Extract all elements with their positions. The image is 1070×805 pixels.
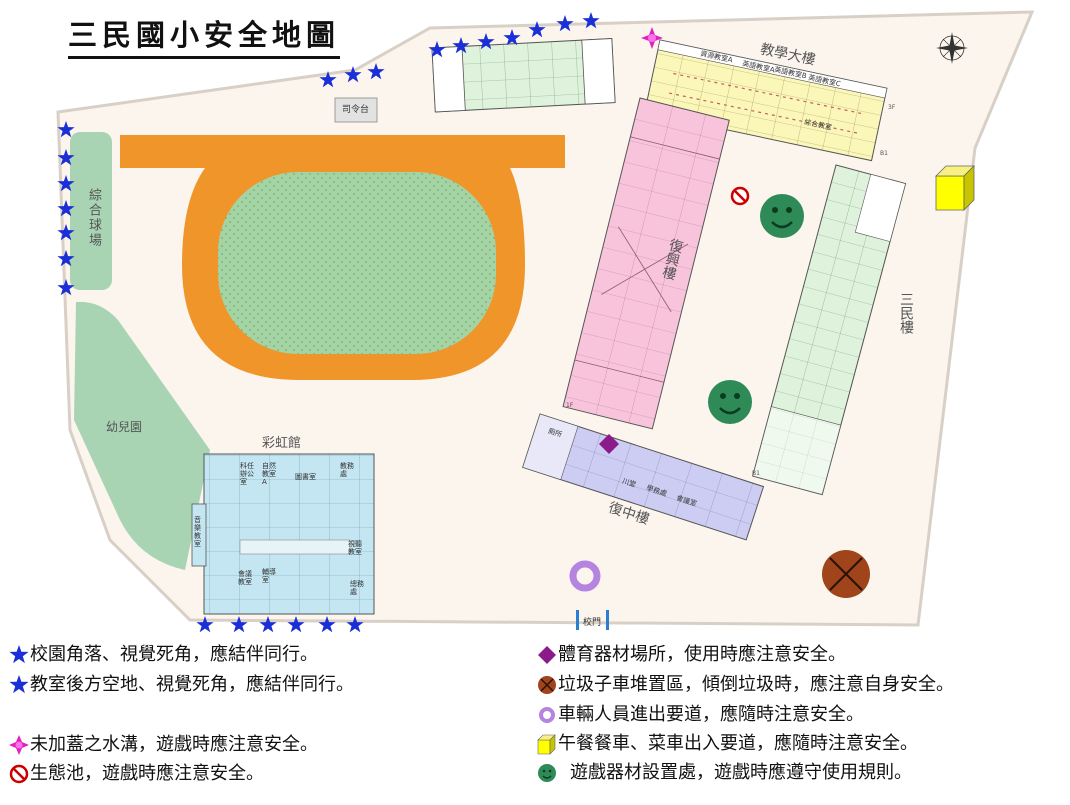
lunch-cart-marker: [935, 165, 975, 211]
label-gate: 校門: [583, 618, 602, 628]
room-label: 音樂教室: [194, 516, 201, 548]
legend-item-drain: 未加蓋之水溝，遊戲時應注意安全。: [8, 730, 318, 756]
legend-text: 教室後方空地、視覺死角，應結伴同行。: [30, 674, 354, 695]
room-label: 科任辦公室: [240, 462, 254, 486]
playground-smiley-1: [760, 194, 804, 238]
legend-text: 生態池，遊戲時應注意安全。: [30, 763, 264, 784]
school-gate[interactable]: [576, 610, 609, 630]
playground-smiley-2: [708, 380, 752, 424]
legend-item-sports: 體育器材場所，使用時應注意安全。: [536, 640, 846, 666]
star-blue-icon: [9, 675, 29, 694]
building-fuxing: [562, 97, 730, 430]
ring-purple-icon: [539, 707, 555, 723]
label-rainbow: 彩虹館: [262, 436, 302, 451]
diamond-purple-icon: [538, 646, 556, 664]
compass-icon: [936, 32, 968, 64]
smiley-green-icon: [538, 764, 556, 782]
legend-text: 車輛人員進出要道，應隨時注意安全。: [558, 704, 864, 725]
room-label: 總務處: [350, 580, 364, 596]
star-blue-icon: [9, 645, 29, 664]
campus-map: [56, 10, 1035, 633]
court-area: [70, 132, 112, 290]
room-label: 自然教室A: [262, 462, 276, 486]
room-label: 視聽教室: [348, 540, 362, 556]
room-label: 會議教室: [238, 570, 252, 586]
room-label: 圖書室: [295, 473, 316, 481]
cube-yellow-icon: [537, 734, 556, 755]
floor-label: B1: [752, 470, 760, 477]
label-kindergarten: 幼兒園: [106, 420, 143, 434]
floor-label: 1F: [566, 402, 574, 409]
legend-text: 體育器材場所，使用時應注意安全。: [558, 644, 846, 665]
room-label: 輔導室: [262, 568, 276, 584]
floor-label: B1: [880, 150, 888, 157]
building-sanmin: [752, 164, 907, 496]
label-podium: 司令台: [342, 105, 370, 115]
legend-item-lunch: 午餐餐車、菜車出入要道，應隨時注意安全。: [536, 729, 918, 755]
garbage-marker: [822, 550, 870, 598]
building-teaching: [644, 39, 888, 162]
room-label: 教務處: [340, 462, 354, 478]
x-circle-brown-icon: [538, 676, 556, 694]
legend-item-vehicle: 車輛人員進出要道，應隨時注意安全。: [536, 700, 864, 726]
sports-equipment-marker: [599, 434, 619, 454]
starburst-magenta-icon: [9, 735, 29, 755]
legend-text: 未加蓋之水溝，遊戲時應注意安全。: [30, 734, 318, 755]
legend-item-playground: 遊戲器材設置處，遊戲時應遵守使用規則。: [536, 758, 912, 784]
sports-field: [218, 172, 496, 354]
legend-text: 垃圾子車堆置區，傾倒垃圾時，應注意自身安全。: [558, 674, 954, 695]
vehicle-path-marker: [569, 560, 601, 592]
kindergarten-area: [74, 301, 210, 570]
north-building: [431, 38, 616, 113]
page-title: 三民國小安全地圖: [68, 12, 341, 59]
no-entry-red-icon: [9, 764, 29, 784]
legend-item-pond: 生態池，遊戲時應注意安全。: [8, 759, 264, 785]
legend-text: 午餐餐車、菜車出入要道，應隨時注意安全。: [558, 733, 918, 754]
pond-marker: [730, 186, 750, 206]
open-drain-marker: [641, 27, 663, 49]
legend-item-corner: 校園角落、視覺死角，應結伴同行。: [8, 640, 318, 666]
podium: [334, 97, 378, 123]
building-fuzhong: [522, 413, 765, 541]
label-sanmin: 三民樓: [898, 292, 914, 334]
building-rainbow: [191, 453, 375, 615]
legend-text: 遊戲器材設置處，遊戲時應遵守使用規則。: [570, 762, 912, 783]
label-court: 綜合球場: [86, 188, 101, 248]
legend-text: 校園角落、視覺死角，應結伴同行。: [30, 644, 318, 665]
legend-item-garbage: 垃圾子車堆置區，傾倒垃圾時，應注意自身安全。: [536, 670, 954, 696]
legend-item-classroom: 教室後方空地、視覺死角，應結伴同行。: [8, 670, 354, 696]
floor-label: 3F: [888, 104, 896, 111]
